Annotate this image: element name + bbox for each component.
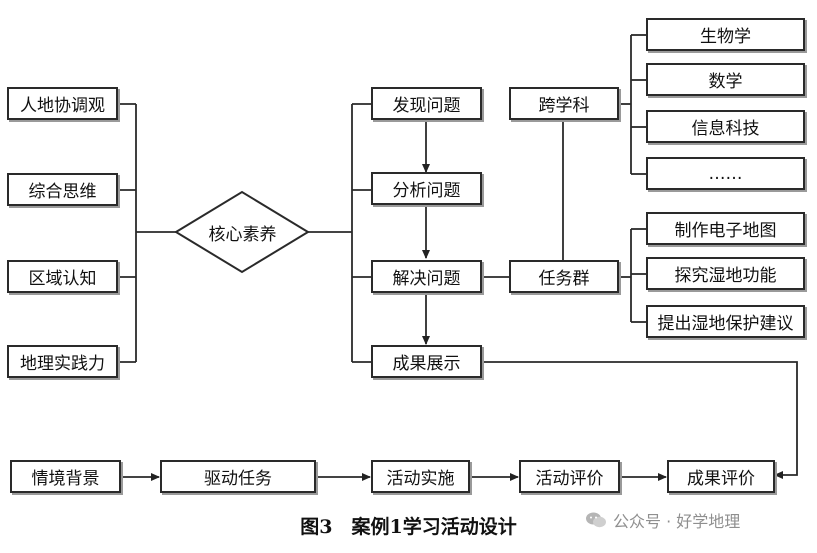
wechat-icon	[586, 512, 606, 528]
flow-step-3: 活动实施	[371, 460, 470, 493]
flow-step-1: 情境背景	[10, 460, 121, 493]
subject-box-3: 信息科技	[646, 110, 805, 143]
flow-step-5: 成果评价	[667, 460, 775, 493]
subject-box-2: 数学	[646, 63, 805, 96]
subject-box-1: 生物学	[646, 18, 805, 51]
interdisciplinary-box: 跨学科	[509, 87, 619, 120]
competency-box-3: 区域认知	[7, 260, 118, 293]
process-step-4: 成果展示	[371, 345, 482, 378]
task-box-1: 制作电子地图	[646, 212, 805, 245]
competency-box-2: 综合思维	[7, 173, 118, 206]
process-step-3: 解决问题	[371, 260, 482, 293]
competency-box-1: 人地协调观	[7, 87, 118, 120]
process-step-1: 发现问题	[371, 87, 482, 120]
core-literacy-label: 核心素养	[208, 224, 277, 245]
task-group-box: 任务群	[509, 260, 619, 293]
watermark-text: 公众号 · 好学地理	[613, 512, 741, 531]
figure-caption: 图3 案例1学习活动设计	[300, 516, 517, 538]
watermark: 公众号 · 好学地理	[585, 506, 740, 534]
flow-step-4: 活动评价	[519, 460, 620, 493]
process-step-2: 分析问题	[371, 172, 482, 205]
subject-box-4: ……	[646, 157, 805, 190]
core-diamond	[174, 190, 310, 274]
task-box-3: 提出湿地保护建议	[646, 305, 805, 338]
competency-box-4: 地理实践力	[7, 345, 118, 378]
flow-step-2: 驱动任务	[160, 460, 316, 493]
task-box-2: 探究湿地功能	[646, 257, 805, 290]
